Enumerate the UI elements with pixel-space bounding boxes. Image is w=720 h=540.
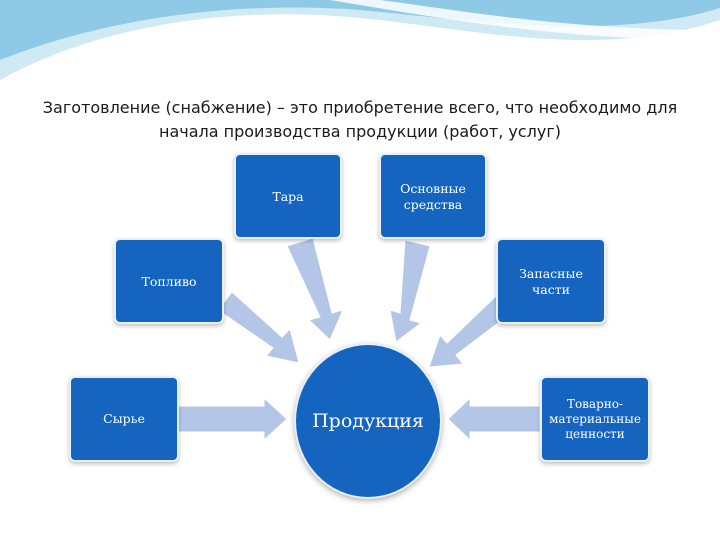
node-toplivo: Топливо [114, 238, 224, 324]
arrow-osnovnye [389, 239, 431, 343]
node-tara-label: Тара [272, 189, 304, 204]
node-zapasnye-chasti-label: Запасные части [519, 266, 583, 297]
arrow-tara [286, 237, 344, 341]
arrow-tovarno [447, 396, 541, 442]
node-osnovnye-sredstva-label: Основные средства [400, 181, 466, 212]
node-tovarno-materialnye-tsennosti: Товарно-материальные ценности [540, 376, 650, 462]
arrow-toplivo [217, 291, 300, 364]
heading-line-2: начала производства продукции (работ, ус… [158, 122, 561, 141]
node-toplivo-label: Топливо [141, 274, 197, 289]
heading-line-1: Заготовление (снабжение) – это приобрете… [42, 98, 678, 117]
slide-heading: Заготовление (снабжение) – это приобрете… [20, 96, 700, 144]
arrow-syrye [177, 396, 288, 442]
center-node-label: Продукция [312, 410, 424, 432]
node-syrye: Сырье [69, 376, 179, 462]
node-zapasnye-chasti: Запасные части [496, 238, 606, 324]
center-node-produktsiya: Продукция [294, 343, 442, 499]
node-tovarno-label: Товарно-материальные ценности [549, 396, 641, 441]
node-tara: Тара [234, 153, 342, 239]
node-syrye-label: Сырье [103, 411, 145, 426]
top-wave-band [0, 0, 720, 60]
top-wave-highlight [330, 0, 720, 40]
node-osnovnye-sredstva: Основные средства [379, 153, 487, 239]
